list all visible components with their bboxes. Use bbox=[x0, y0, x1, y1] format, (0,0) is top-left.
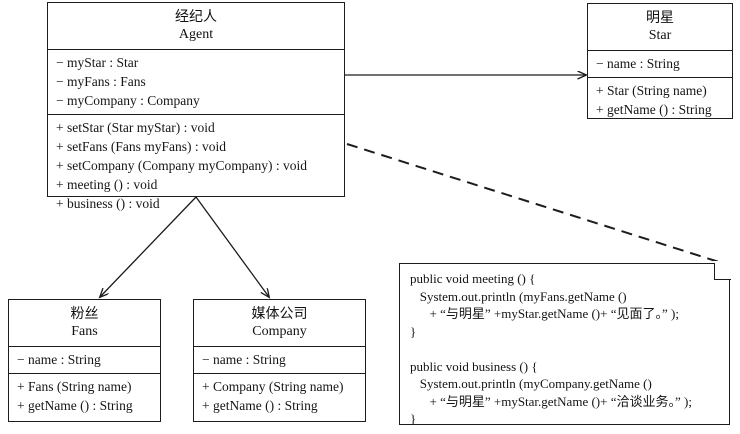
code-line: public void meeting () { bbox=[410, 271, 536, 286]
operation-row: + Fans (String name) bbox=[17, 379, 132, 394]
operations-compartment-company: + Company (String name) + getName () : S… bbox=[194, 373, 365, 419]
operation-row: + setFans (Fans myFans) : void bbox=[56, 139, 226, 154]
code-line-blank bbox=[410, 340, 719, 358]
attributes-compartment-company: − name : String bbox=[194, 346, 365, 373]
attributes-compartment-star: − name : String bbox=[588, 50, 732, 77]
class-name-cn-agent: 经纪人 bbox=[175, 9, 217, 25]
class-box-agent[interactable]: 经纪人 Agent − myStar : Star − myFans : Fan… bbox=[47, 2, 345, 211]
attribute-row: − name : String bbox=[17, 352, 101, 367]
attribute-row: − myStar : Star bbox=[56, 55, 139, 70]
attribute-row: − name : String bbox=[202, 352, 286, 367]
class-header-company: 媒体公司 Company bbox=[194, 300, 365, 346]
class-header-agent: 经纪人 Agent bbox=[48, 3, 344, 49]
code-line: + “与明星” +myStar.getName ()+ “见面了。” ); bbox=[410, 306, 679, 321]
class-name-en-fans: Fans bbox=[71, 324, 98, 339]
class-header-star: 明星 Star bbox=[588, 4, 732, 50]
operation-row: + setCompany (Company myCompany) : void bbox=[56, 158, 307, 173]
code-line: } bbox=[410, 323, 417, 339]
class-name-en-company: Company bbox=[252, 324, 307, 339]
class-header-fans: 粉丝 Fans bbox=[9, 300, 160, 346]
class-box-company[interactable]: 媒体公司 Company − name : String + Company (… bbox=[193, 299, 366, 422]
attribute-row: − myFans : Fans bbox=[56, 74, 146, 89]
operation-row: + Star (String name) bbox=[596, 83, 707, 98]
class-name-cn-star: 明星 bbox=[646, 10, 674, 26]
class-box-star[interactable]: 明星 Star − name : String + Star (String n… bbox=[587, 3, 733, 119]
agent-to-note-anchor bbox=[346, 143, 720, 263]
attribute-row: − name : String bbox=[596, 56, 680, 71]
class-name-cn-company: 媒体公司 bbox=[251, 306, 308, 322]
class-box-fans[interactable]: 粉丝 Fans − name : String + Fans (String n… bbox=[8, 299, 161, 422]
class-name-cn-fans: 粉丝 bbox=[70, 306, 99, 322]
class-name-en-star: Star bbox=[648, 28, 672, 43]
operations-compartment-agent: + setStar (Star myStar) : void + setFans… bbox=[48, 114, 344, 217]
attribute-row: − myCompany : Company bbox=[56, 93, 200, 108]
operation-row: + getName () : String bbox=[202, 398, 318, 413]
operation-row: + getName () : String bbox=[596, 102, 712, 117]
operation-row: + meeting () : void bbox=[56, 177, 158, 192]
code-line: } bbox=[410, 411, 417, 426]
attributes-compartment-agent: − myStar : Star − myFans : Fans − myComp… bbox=[48, 49, 344, 114]
operations-compartment-star: + Star (String name) + getName () : Stri… bbox=[588, 77, 732, 123]
class-name-en-agent: Agent bbox=[178, 27, 214, 42]
note-folded-corner-icon bbox=[713, 261, 731, 280]
operations-compartment-fans: + Fans (String name) + getName () : Stri… bbox=[9, 373, 160, 419]
operation-row: + getName () : String bbox=[17, 398, 133, 413]
attributes-compartment-fans: − name : String bbox=[9, 346, 160, 373]
code-line: System.out.println (myFans.getName () bbox=[410, 288, 627, 304]
code-line: System.out.println (myCompany.getName () bbox=[410, 376, 652, 391]
operation-row: + Company (String name) bbox=[202, 379, 344, 394]
code-line: public void business () { bbox=[410, 358, 538, 374]
code-line: + “与明星” +myStar.getName ()+ “洽谈业务。” ); bbox=[410, 393, 692, 409]
code-note-box[interactable]: public void meeting () { System.out.prin… bbox=[399, 261, 731, 426]
operation-row: + setStar (Star myStar) : void bbox=[56, 120, 215, 135]
operation-row: + business () : void bbox=[56, 196, 160, 211]
